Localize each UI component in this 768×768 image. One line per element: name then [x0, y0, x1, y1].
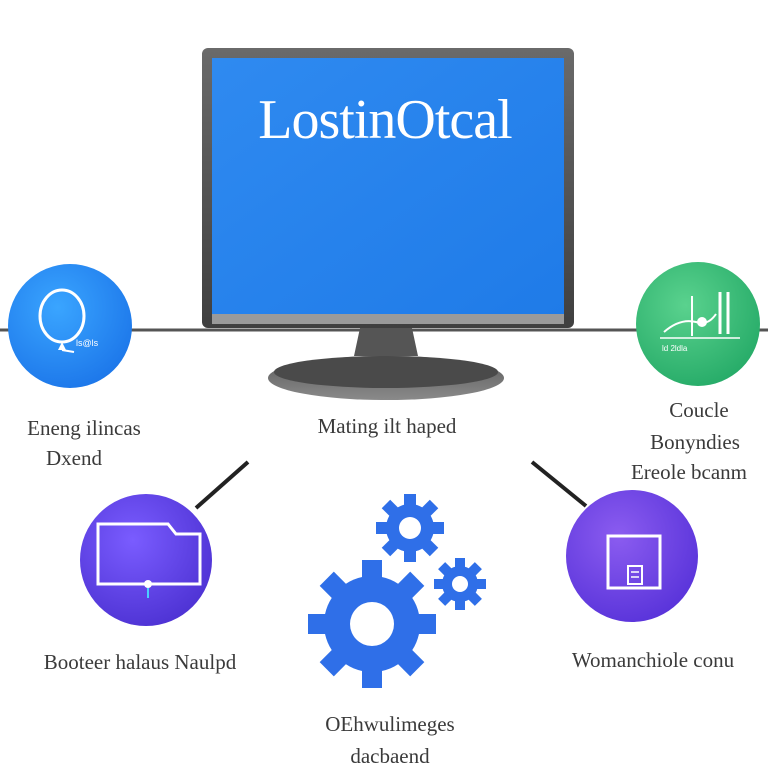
node-bottom-right-circle [566, 490, 698, 622]
node-top-right-tiny-text: ld 2ldla [662, 344, 688, 353]
gears-icon [308, 494, 486, 688]
node-bottom-right-label: Womanchiole conu [571, 648, 735, 672]
node-top-left-tiny-text: ls@ls [76, 338, 99, 348]
center-label: Mating ilt haped [317, 414, 457, 438]
node-bottom-left-circle [80, 494, 212, 626]
chart-icon [660, 292, 740, 339]
large-gear [308, 560, 436, 688]
folder-icon [96, 522, 202, 598]
node-top-right-label-line2: Bonyndies [650, 430, 740, 454]
monitor-title: LostinOtcal [258, 89, 512, 151]
node-top-right-circle [636, 262, 760, 386]
connector-line-left [194, 460, 250, 510]
monitor [202, 48, 574, 400]
document-frame-icon [606, 534, 662, 590]
node-top-left-label-line2: Dxend [46, 446, 102, 470]
node-top-right-label-line1: Coucle [669, 398, 729, 422]
right-gear [434, 558, 486, 610]
node-bottom-center-label-line2: dacbaend [350, 744, 430, 768]
connector-line-right [530, 460, 588, 508]
balloon-icon [38, 288, 86, 353]
node-top-left-label-line1: Eneng ilincas [27, 416, 141, 440]
node-top-right-label-line3: Ereole bcanm [630, 460, 748, 484]
node-bottom-center-label-line1: OEhwulimeges [325, 712, 455, 736]
node-top-left-circle [8, 264, 132, 388]
upper-gear [376, 494, 444, 562]
node-bottom-left-label: Booteer halaus Naulpd [43, 650, 237, 674]
